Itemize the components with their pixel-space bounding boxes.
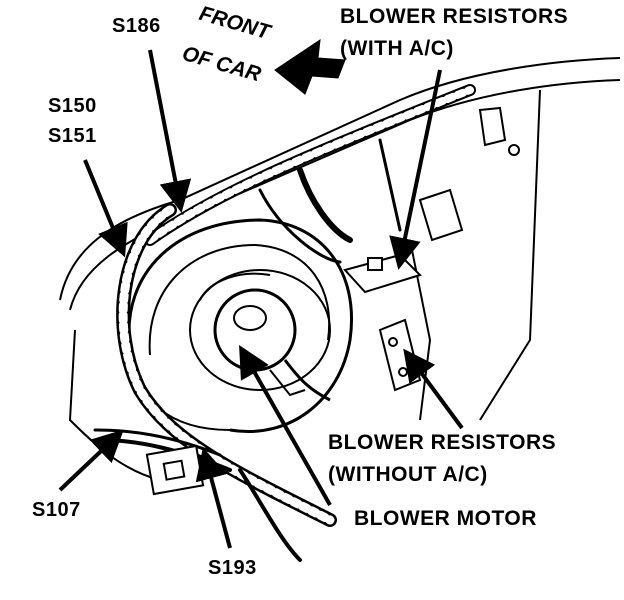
blower-resistors-noac-part xyxy=(378,318,422,392)
label-s193: S193 xyxy=(208,557,257,579)
label-blower-resistors-ac-line2: (WITH A/C) xyxy=(340,37,454,60)
arrow-s186 xyxy=(148,49,192,213)
s193-connector-part xyxy=(145,444,205,496)
arrow-s107 xyxy=(58,429,124,492)
label-blower-motor: BLOWER MOTOR xyxy=(354,507,537,530)
arrow-s150-s151 xyxy=(83,159,128,258)
label-s186: S186 xyxy=(112,15,161,37)
arrow-blower-motor xyxy=(239,345,332,506)
label-s107: S107 xyxy=(32,499,81,521)
label-s151: S151 xyxy=(48,125,97,147)
blower-harness xyxy=(93,203,337,562)
dash-panel-outline xyxy=(59,57,621,481)
label-s150: S150 xyxy=(48,95,97,117)
label-blower-resistors-ac-line1: BLOWER RESISTORS xyxy=(340,5,569,28)
arrow-s193 xyxy=(195,447,232,549)
label-blower-resistors-noac-line2: (WITHOUT A/C) xyxy=(328,463,488,486)
callout-arrows xyxy=(58,49,464,549)
front-of-car-arrow xyxy=(274,38,346,95)
label-blower-resistors-noac-line1: BLOWER RESISTORS xyxy=(328,431,557,454)
arrow-blower-resistors-ac xyxy=(389,69,442,270)
blower-motor xyxy=(213,288,331,402)
arrow-blower-resistors-noac xyxy=(403,348,464,430)
upper-harness xyxy=(144,84,476,264)
